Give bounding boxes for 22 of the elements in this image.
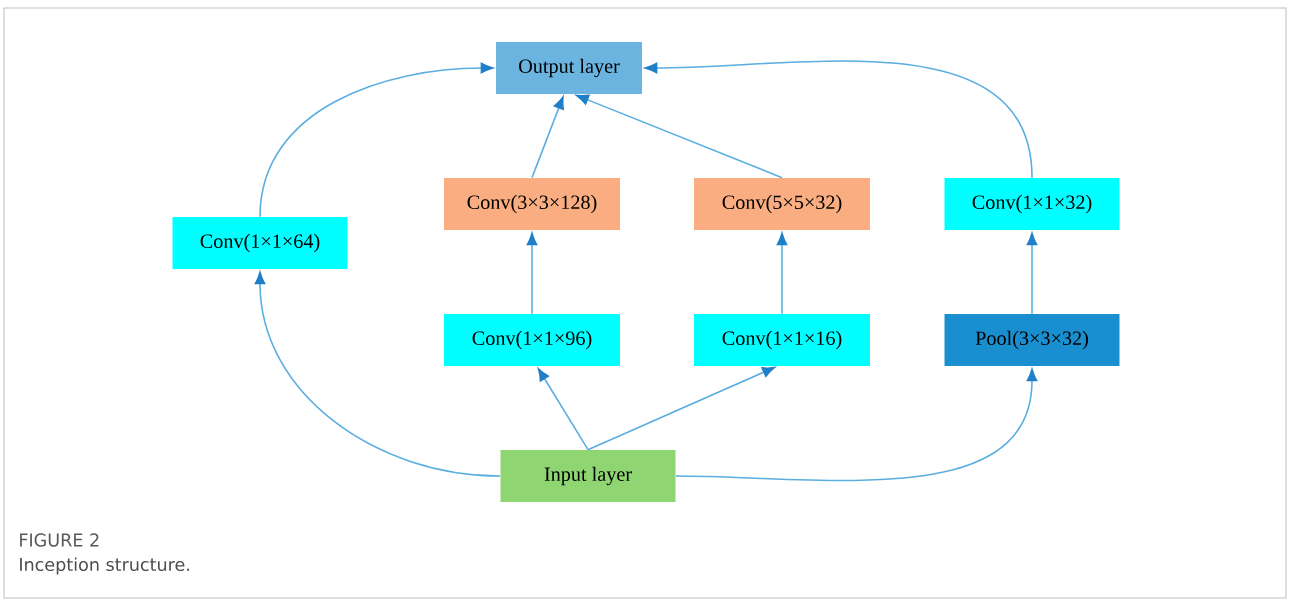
layer-box: Input layer xyxy=(500,450,676,502)
layer-box: Conv(5×5×32) xyxy=(694,178,870,230)
layer-box: Conv(1×1×16) xyxy=(694,314,870,366)
layer-box: Conv(1×1×64) xyxy=(172,217,348,269)
arrow xyxy=(776,232,788,315)
arrow xyxy=(576,94,783,179)
layer-box: Conv(1×1×96) xyxy=(444,314,620,366)
caption: Inception structure. xyxy=(20,557,189,575)
layer-box: Conv(1×1×32) xyxy=(944,178,1120,230)
arrow xyxy=(537,368,589,451)
arrow xyxy=(1026,232,1038,315)
arrow xyxy=(587,366,775,451)
arrow xyxy=(526,232,538,315)
layer-box: Output layer xyxy=(496,42,642,94)
arrow xyxy=(254,271,501,477)
arrow xyxy=(259,62,494,218)
figure-number: FIGURE 2 xyxy=(20,533,99,547)
layer-box: Pool(3×3×32) xyxy=(944,314,1120,366)
arrow xyxy=(644,60,1033,179)
layer-box: Conv(3×3×128) xyxy=(444,178,620,230)
arrow xyxy=(531,96,564,179)
arrow xyxy=(675,368,1038,482)
